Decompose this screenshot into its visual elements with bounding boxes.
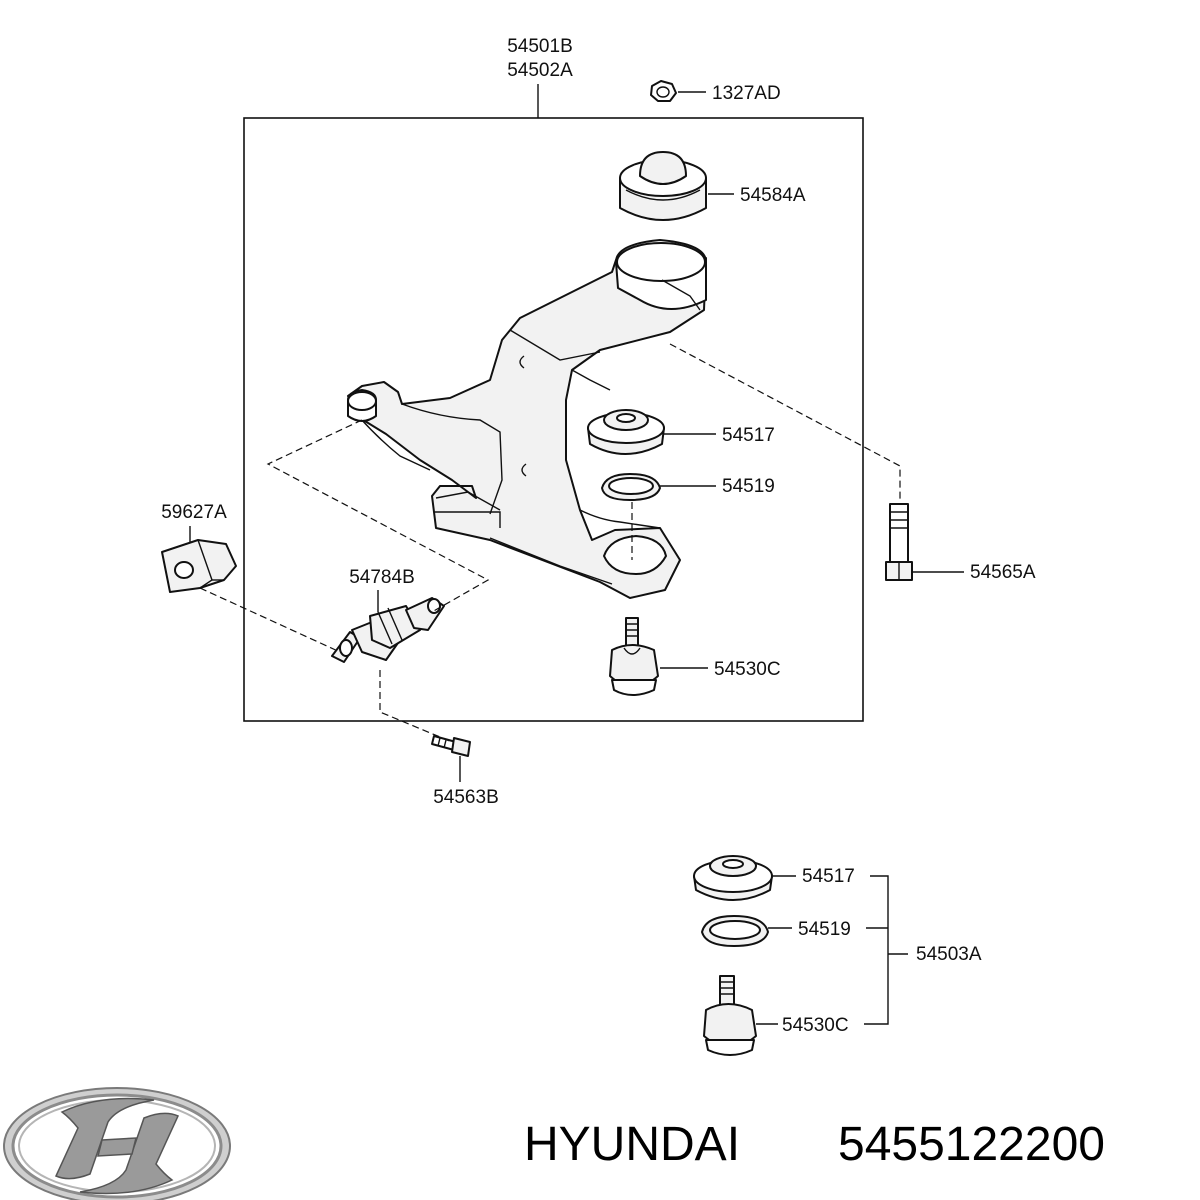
label-54565A: 54565A (970, 562, 1036, 583)
assembly-label-2: 54502A (507, 60, 573, 81)
upper-bushing-icon (619, 151, 707, 221)
kit-dust-cover-icon (693, 855, 773, 901)
label-54563B: 54563B (433, 787, 499, 808)
bracket-icon (161, 539, 237, 593)
brand-name: HYUNDAI (524, 1118, 740, 1171)
kit-ball-joint-icon (703, 975, 757, 1056)
kit-bracket (864, 875, 908, 1025)
assembly-guide-lines (199, 343, 901, 743)
label-54584A: 54584A (740, 185, 806, 206)
part-number: 5455122200 (838, 1118, 1105, 1171)
ball-joint-icon (609, 617, 659, 696)
short-bolt-icon (431, 735, 471, 757)
dust-cover-icon (587, 409, 665, 455)
hyundai-logo-icon (3, 1087, 231, 1200)
kit-label-54503A: 54503A (916, 944, 982, 965)
nut-icon (650, 80, 677, 102)
assembly-label-1: 54501B (507, 36, 573, 57)
label-54530C-top: 54530C (714, 659, 781, 680)
rear-bushing-icon (331, 597, 445, 663)
assembly-frame (243, 117, 864, 722)
label-54784B: 54784B (349, 567, 415, 588)
kit-label-54530C: 54530C (782, 1015, 849, 1036)
lower-control-arm-icon (347, 239, 707, 599)
label-54519-top: 54519 (722, 476, 775, 497)
kit-label-54519: 54519 (798, 919, 851, 940)
kit-snap-ring-icon (701, 915, 769, 947)
kit-label-54517: 54517 (802, 866, 855, 887)
snap-ring-icon (601, 473, 661, 501)
label-54517-top: 54517 (722, 425, 775, 446)
label-59627A: 59627A (161, 502, 227, 523)
label-1327AD: 1327AD (712, 83, 781, 104)
long-bolt-icon (885, 503, 913, 581)
